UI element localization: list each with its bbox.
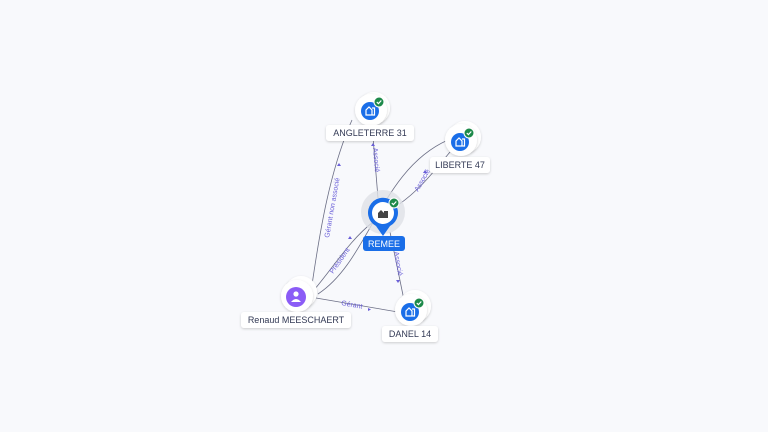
edge-arrows	[337, 143, 427, 311]
edge-label-associe-angleterre: Associé	[371, 148, 380, 173]
node-remee[interactable]: REMEE	[361, 190, 405, 251]
node-angleterre[interactable]: ANGLETERRE 31	[326, 92, 414, 141]
node-label: DANEL 14	[389, 329, 431, 339]
node-danel[interactable]: DANEL 14	[382, 290, 438, 342]
check-icon	[463, 127, 475, 139]
edge-label-president: Président	[329, 247, 352, 275]
node-renaud[interactable]: Renaud MEESCHAERT	[241, 276, 351, 328]
check-icon	[373, 96, 385, 108]
edge-label-associe-danel: Associé	[392, 251, 403, 276]
node-label: ANGLETERRE 31	[333, 128, 407, 138]
edge-label-associe-liberte: Associé	[414, 168, 432, 193]
edge-renaud-remee	[313, 221, 374, 291]
node-liberte[interactable]: LIBERTE 47	[430, 121, 490, 173]
edge-label-gerant-non-associe: Gérant non associé	[324, 177, 341, 238]
node-label: REMEE	[368, 239, 400, 249]
edge-label-gerant: Gérant	[341, 300, 363, 311]
check-icon	[388, 197, 400, 209]
building-icon	[378, 210, 388, 218]
node-label: LIBERTE 47	[435, 160, 485, 170]
node-label: Renaud MEESCHAERT	[248, 315, 345, 325]
person-icon	[291, 291, 301, 302]
edge-renaud-danel	[315, 297, 399, 313]
check-icon	[413, 297, 425, 309]
